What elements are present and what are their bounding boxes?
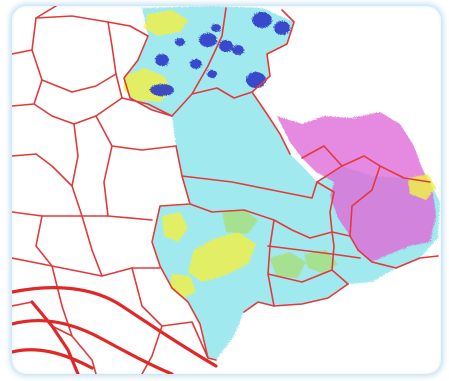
fill-patch-yellow-4 [162, 212, 188, 242]
border-line [12, 257, 161, 277]
fill-patch-yellow-1 [144, 10, 188, 36]
fill-region-south [152, 204, 348, 360]
border-line [12, 211, 109, 217]
blue-dot [150, 84, 174, 96]
border-line [31, 49, 117, 93]
border-line [251, 91, 291, 155]
blue-dot [199, 33, 217, 47]
border-line [357, 249, 439, 269]
major-road [12, 348, 94, 370]
blue-dot [252, 12, 272, 28]
blue-dot [274, 21, 290, 35]
fill-patch-green-2 [270, 252, 306, 278]
district-borders [12, 6, 439, 374]
border-line [123, 25, 173, 117]
blue-dot [175, 38, 185, 46]
border-line [35, 15, 131, 27]
border-line [379, 165, 431, 183]
border-line [141, 325, 163, 374]
major-road [30, 300, 80, 374]
border-line [12, 301, 97, 374]
major-road [12, 286, 218, 368]
blue-dot [219, 40, 233, 52]
blue-dot [207, 70, 217, 78]
map-canvas[interactable] [12, 6, 441, 374]
border-line [12, 153, 73, 187]
border-line [35, 215, 53, 267]
blue-dot [190, 59, 202, 69]
fill-layer [124, 6, 440, 360]
border-line [95, 115, 177, 151]
map-card [12, 6, 441, 374]
border-line [316, 181, 335, 271]
border-line [181, 175, 318, 199]
fill-patch-green-3 [304, 250, 338, 274]
major-roads [12, 286, 218, 374]
border-line [331, 231, 351, 237]
blue-dot [232, 45, 244, 55]
border-line [103, 145, 153, 221]
fill-region-central [172, 88, 334, 238]
fill-patch-yellow-3 [188, 232, 256, 282]
blue-dot [211, 24, 221, 32]
border-line [71, 123, 83, 217]
dot-layer [150, 12, 290, 96]
fill-patch-green-1 [222, 210, 258, 234]
border-line [301, 145, 343, 183]
border-line [243, 283, 349, 313]
border-line [191, 7, 227, 95]
border-line [12, 79, 43, 107]
blue-dot [246, 72, 266, 88]
border-line [171, 9, 295, 117]
blue-dot [155, 54, 169, 66]
major-road [12, 318, 174, 374]
border-line [267, 219, 275, 307]
border-line [151, 145, 217, 361]
border-line [107, 21, 123, 99]
border-line [12, 6, 57, 55]
border-line [267, 245, 361, 259]
border-line [267, 269, 349, 285]
border-line [81, 215, 103, 277]
